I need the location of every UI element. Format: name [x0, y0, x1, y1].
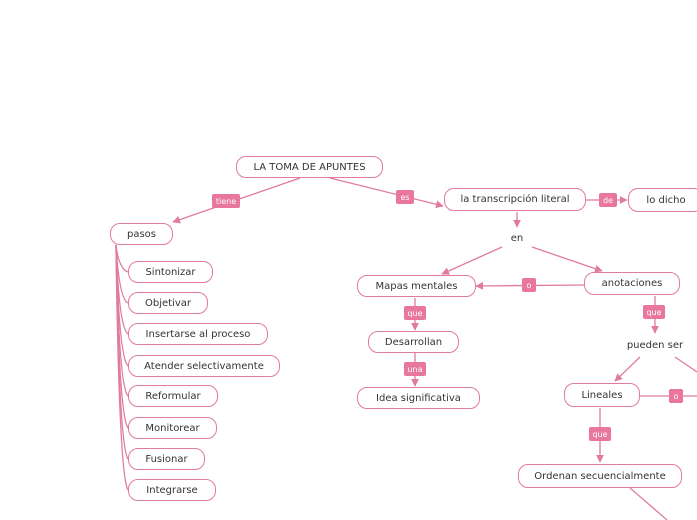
link-tag-o: o [522, 278, 536, 292]
pasos-node[interactable]: pasos [110, 223, 173, 245]
link-tag-que: que [643, 305, 665, 319]
transcripcion-node[interactable]: la transcripción literal [444, 188, 586, 211]
link-tag-tiene: tiene [212, 194, 240, 208]
root-node[interactable]: LA TOMA DE APUNTES [236, 156, 383, 178]
anotaciones-node[interactable]: anotaciones [584, 272, 680, 295]
link-tag-que: que [404, 306, 426, 320]
lineales-node[interactable]: Lineales [564, 383, 640, 407]
desarrollan-node[interactable]: Desarrollan [368, 331, 459, 353]
link-tag-que: que [589, 427, 611, 441]
step-node[interactable]: Integrarse [128, 479, 216, 501]
link-tag-una: una [404, 362, 426, 376]
en-label: en [510, 232, 524, 244]
lo-dicho-node[interactable]: lo dicho [628, 188, 697, 212]
step-node[interactable]: Objetivar [128, 292, 208, 314]
step-node[interactable]: Atender selectivamente [128, 355, 280, 377]
mapas-node[interactable]: Mapas mentales [357, 275, 476, 297]
link-tag-o: o [669, 389, 683, 403]
ordenan-node[interactable]: Ordenan secuencialmente [518, 464, 682, 488]
step-node[interactable]: Monitorear [128, 417, 217, 439]
step-node[interactable]: Sintonizar [128, 261, 213, 283]
pueden-ser-label: pueden ser [626, 339, 684, 351]
step-node[interactable]: Fusionar [128, 448, 205, 470]
link-tag-es: es [396, 190, 414, 204]
step-node[interactable]: Reformular [128, 385, 218, 407]
step-node[interactable]: Insertarse al proceso [128, 323, 268, 345]
idea-node[interactable]: Idea significativa [357, 387, 480, 409]
link-tag-de: de [599, 193, 617, 207]
